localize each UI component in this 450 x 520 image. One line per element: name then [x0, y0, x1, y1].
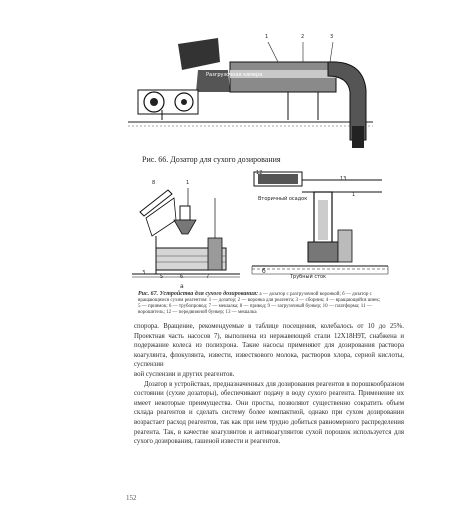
figure-67b-label-top: Вторичный осадок: [258, 196, 308, 202]
page-number: 152: [126, 494, 137, 502]
figure-67b-callout-13: 13: [340, 176, 347, 182]
figure-67a-callout-3: 3: [142, 270, 146, 276]
figure-67a-callout-8: 8: [152, 180, 156, 186]
figure-67b-callout-1: 1: [352, 192, 356, 198]
figure-67a-callout-1: 1: [186, 180, 190, 186]
figure-67a-callout-5: 5: [160, 274, 164, 280]
figure-67b-label: б: [262, 268, 266, 275]
paragraph-3: Дозатор в устройствах, предназначенных д…: [134, 380, 404, 446]
paragraph-1: спорора. Вращение, рекомендуемые в табли…: [134, 323, 404, 369]
figure-67a-callout-6: 6: [180, 274, 184, 280]
body-text: спорора. Вращение, рекомендуемые в табли…: [134, 322, 404, 447]
figure-67-caption: Рис. 67. Устройства для сухого дозирован…: [138, 291, 383, 316]
figure-66-caption: Рис. 66. Дозатор для сухого дозирования: [142, 155, 281, 164]
figure-67b-callout-12: 12: [256, 170, 263, 176]
figure-67b-label-bottom: Трубный сток: [290, 274, 327, 280]
figure-66-inner-label: Разгрузочная камера: [206, 72, 263, 78]
figure-66-callout-3: 3: [330, 34, 334, 40]
figure-67a-callout-7: 7: [206, 274, 210, 280]
figure-67a-label: а: [180, 283, 184, 290]
figure-66-callout-1: 1: [265, 34, 269, 40]
figure-67a-drawing: [132, 188, 240, 278]
figure-67-caption-lead: Рис. 67. Устройства для сухого дозирован…: [138, 291, 259, 297]
figure-67-caption-body: а — дозатор с разгрузочной воронкой; б —…: [138, 292, 381, 315]
figure-66-dispenser-drawing: [118, 30, 388, 152]
paragraph-2: вой суспензии и других реагентов.: [134, 370, 235, 378]
figure-67b-drawing: [251, 171, 389, 275]
figure-66-callout-2: 2: [301, 34, 305, 40]
